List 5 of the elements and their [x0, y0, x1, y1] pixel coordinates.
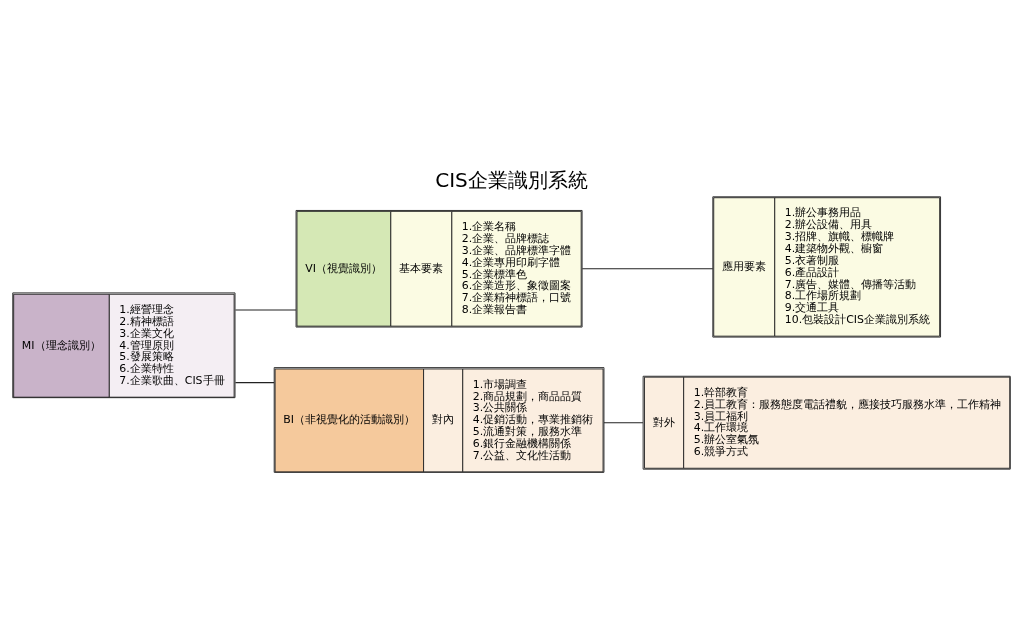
connector — [581, 267, 714, 269]
connector — [234, 308, 297, 311]
diagram-title: CIS企業識別系統 — [435, 167, 588, 192]
connector — [234, 381, 275, 383]
connector — [603, 421, 644, 423]
